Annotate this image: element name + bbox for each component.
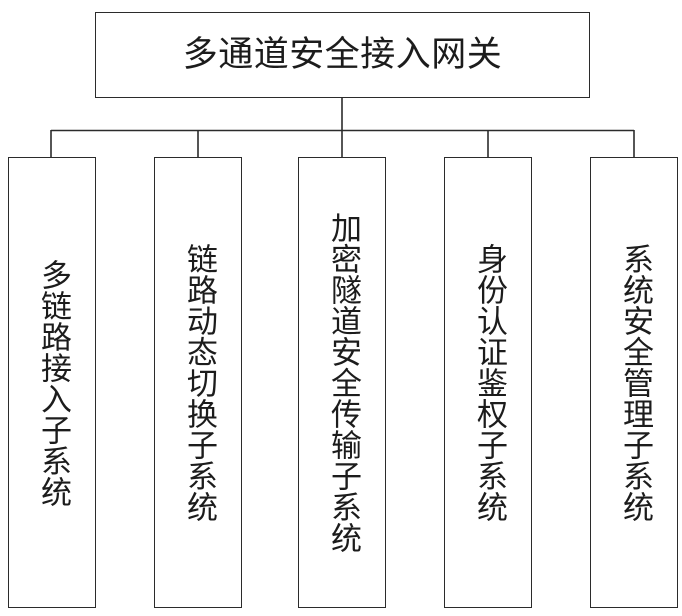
root-node-multichannel-secure-access-gateway[interactable]: 多通道安全接入网关 [95, 12, 590, 98]
child-node-label-5: 系统安全管理子系统 [616, 243, 653, 522]
child-node-identity-authentication-authorization-subsystem[interactable]: 身份认证鉴权子系统 [444, 157, 532, 608]
child-node-multilink-access-subsystem[interactable]: 多链路接入子系统 [8, 157, 96, 608]
child-node-label-1: 多链路接入子系统 [34, 258, 71, 507]
root-node-label: 多通道安全接入网关 [182, 34, 503, 75]
child-node-label-3: 加密隧道安全传输子系统 [324, 212, 361, 553]
child-node-encrypted-tunnel-secure-transmission-subsystem[interactable]: 加密隧道安全传输子系统 [298, 157, 386, 608]
child-node-label-2: 链路动态切换子系统 [180, 243, 217, 522]
child-node-link-dynamic-switching-subsystem[interactable]: 链路动态切换子系统 [154, 157, 242, 608]
child-node-system-security-management-subsystem[interactable]: 系统安全管理子系统 [590, 157, 678, 608]
child-node-label-4: 身份认证鉴权子系统 [470, 243, 507, 522]
